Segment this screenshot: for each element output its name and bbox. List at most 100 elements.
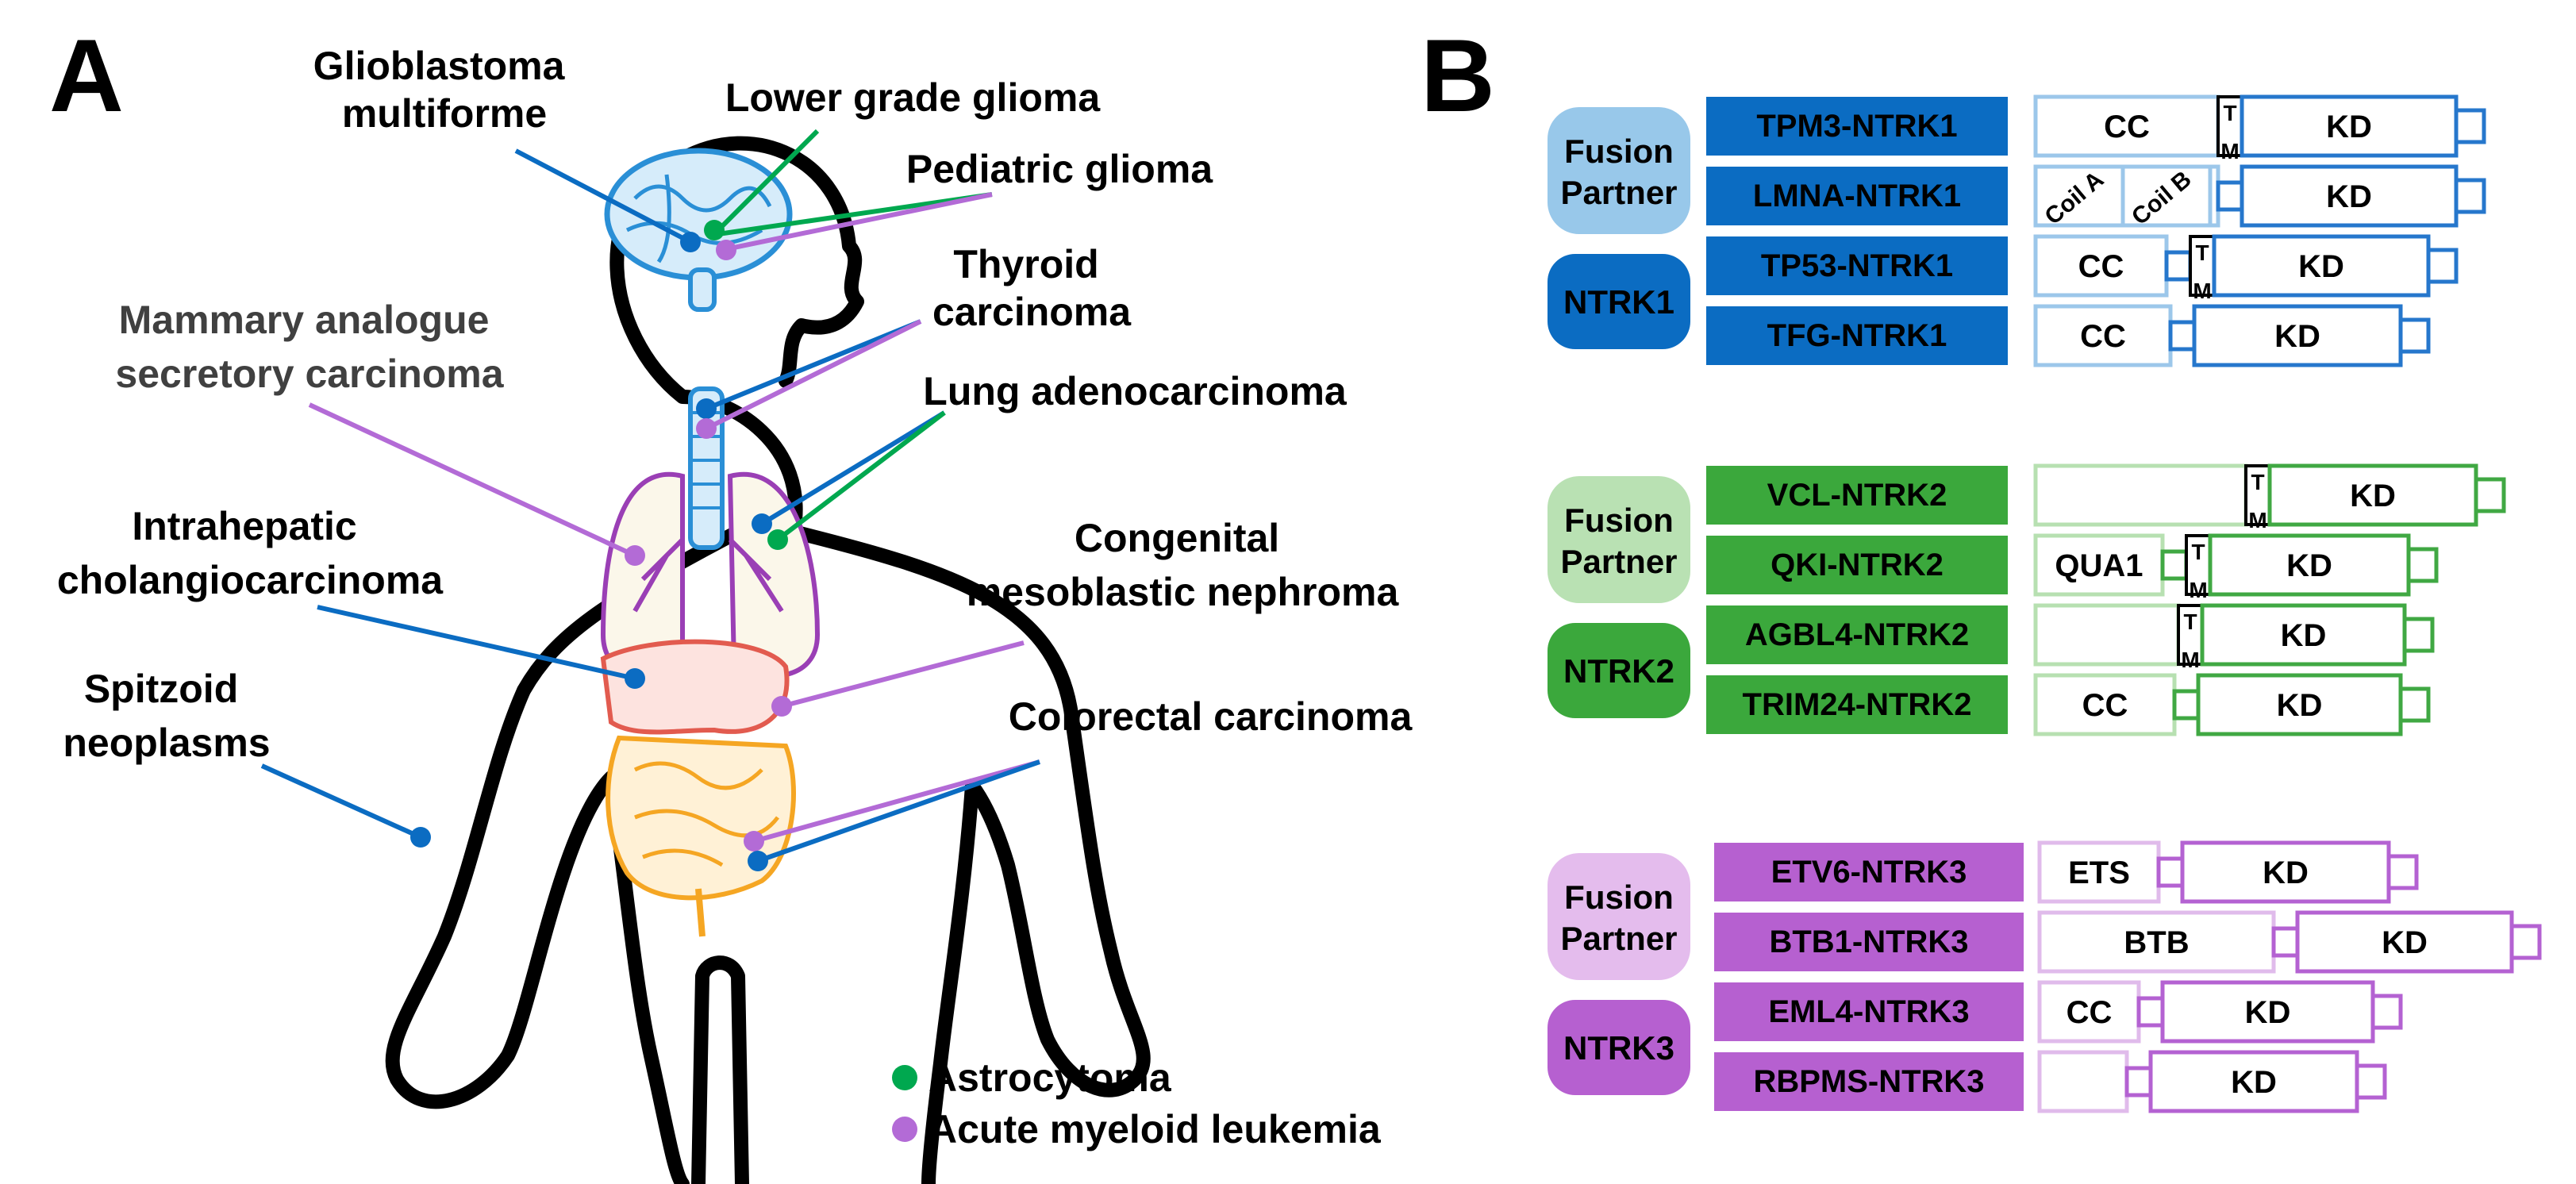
label-mammary: Mammary analogue secretory carcinoma: [115, 298, 504, 396]
legend: Astrocytoma Acute myeloid leukemia: [892, 1055, 1382, 1151]
partner-domain-label: CC: [2067, 995, 2113, 1030]
site-dots: [410, 220, 792, 871]
c-terminal-tail: [2454, 178, 2486, 214]
fusion-name: QKI-NTRK2: [1771, 548, 1944, 582]
dot-lung-green: [767, 529, 788, 550]
panel-a-letter: A: [49, 17, 124, 133]
kinase-domain: [2267, 463, 2478, 527]
label-thyroid-line2: carcinoma: [932, 290, 1132, 334]
c-terminal-tail: [2402, 617, 2435, 653]
linker-segment: [2271, 926, 2300, 958]
fusion-name-box: [1706, 605, 2008, 664]
fusion-name-box: [1706, 167, 2008, 225]
partner-domain-label: QUA1: [2055, 548, 2143, 583]
fusion-name-box: [1706, 236, 2008, 295]
linker-segment: [2156, 856, 2185, 888]
linker-segment: [2124, 1066, 2153, 1098]
label-glioblastoma-line2: multiforme: [342, 91, 547, 136]
kinase-domain: [2192, 304, 2403, 367]
c-terminal-tail: [2474, 477, 2506, 513]
label-mammary-line2: secretory carcinoma: [115, 352, 504, 396]
fusion-name: VCL-NTRK2: [1767, 478, 1947, 513]
partner-domain: [2037, 840, 2161, 904]
kinase-domain-label: KD: [2274, 319, 2320, 354]
kinase-domain: [2196, 673, 2403, 736]
dot-lung-blue: [752, 513, 772, 534]
ntrk2-fusion-partner-line-0: Fusion: [1564, 502, 1674, 539]
kinase-domain: [2240, 164, 2459, 228]
linker-segment: [2168, 320, 2197, 352]
kinase-domain: [2160, 980, 2375, 1044]
c-terminal-tail: [2386, 854, 2419, 890]
kinase-domain-label: KD: [2286, 548, 2332, 583]
kinase-domain-label: KD: [2326, 179, 2372, 214]
fusion-name-box: [1706, 536, 2008, 594]
dot-pediatric-glioma: [716, 240, 736, 260]
ntrk1-fusion-partner-pill: [1548, 107, 1690, 234]
ntrk2-fusion-partner-line-1: Partner: [1560, 543, 1677, 580]
kinase-domain-label: KD: [2231, 1065, 2277, 1100]
tm-label-m: M: [2189, 578, 2207, 602]
tm-label-t: T: [2251, 470, 2264, 494]
label-colorectal: Colorectal carcinoma: [1009, 694, 1413, 739]
dot-mammary: [625, 545, 645, 566]
linker-segment: [2160, 549, 2189, 581]
label-intrahepatic-line1: Intrahepatic: [132, 504, 356, 548]
kinase-domain-label: KD: [2263, 855, 2309, 890]
kinase-domain: [2180, 840, 2391, 904]
tm-label-t: T: [2191, 540, 2205, 564]
fusion-name-box: [1714, 843, 2024, 901]
label-intrahepatic: Intrahepatic cholangiocarcinoma: [57, 504, 444, 602]
fusion-name-box: [1706, 97, 2008, 156]
c-terminal-tail: [2454, 108, 2486, 144]
fusion-name-box: [1714, 913, 2024, 971]
ntrk3-gene-pill: [1548, 1000, 1690, 1095]
tm-domain: [2217, 95, 2243, 157]
c-terminal-tail: [2398, 686, 2431, 723]
tm-label-t: T: [2183, 609, 2197, 634]
dot-intrahepatic: [625, 668, 645, 689]
fusion-name-box: [1706, 306, 2008, 365]
partner-domain-label: BTB: [2124, 925, 2189, 960]
label-glioblastoma-line1: Glioblastoma: [313, 44, 566, 88]
label-thyroid-line1: Thyroid: [953, 242, 1098, 286]
dot-glioblastoma: [680, 232, 701, 252]
label-congenital-line2: mesoblastic nephroma: [967, 570, 1400, 614]
fusion-name: LMNA-NTRK1: [1753, 179, 1961, 213]
fusion-name: TRIM24-NTRK2: [1743, 687, 1972, 722]
tm-label-t: T: [2223, 101, 2236, 125]
intestines-icon: [606, 735, 796, 937]
tm-label-t: T: [2195, 240, 2209, 265]
dot-colorectal-blue: [748, 851, 768, 871]
panel-b-letter: B: [1421, 17, 1495, 133]
ntrk3-fusion-partner-line-1: Partner: [1560, 920, 1677, 957]
kinase-domain-label: KD: [2326, 110, 2372, 144]
dot-thyroid-purple: [696, 418, 717, 439]
linker-segment: [2216, 180, 2244, 212]
c-terminal-tail: [2398, 317, 2431, 354]
kinase-domain-label: KD: [2298, 249, 2344, 284]
partner-domain: [2033, 603, 2181, 667]
fusion-name-box: [1706, 675, 2008, 734]
c-terminal-tail: [2355, 1063, 2387, 1100]
partner-domain-label: CC: [2078, 249, 2124, 284]
ntrk1-fusion-partner-line-0: Fusion: [1564, 133, 1674, 170]
c-terminal-tail: [2509, 924, 2542, 960]
partner-domain: [2033, 463, 2248, 527]
label-spitzoid-line1: Spitzoid: [84, 667, 238, 711]
label-lower-grade-glioma: Lower grade glioma: [725, 75, 1102, 120]
ntrk2-gene-pill: [1548, 623, 1690, 718]
partner-domain-label: ETS: [2068, 855, 2130, 890]
legend-aml-label: Acute myeloid leukemia: [929, 1107, 1382, 1151]
kinase-domain-label: KD: [2281, 618, 2327, 653]
label-pediatric-glioma: Pediatric glioma: [906, 147, 1213, 191]
kinase-domain: [2295, 910, 2514, 974]
partner-domain-label: CC: [2104, 110, 2150, 144]
partner-domain-label: CC: [2080, 319, 2126, 354]
kinase-domain: [2208, 533, 2411, 597]
dot-congenital: [771, 696, 792, 717]
